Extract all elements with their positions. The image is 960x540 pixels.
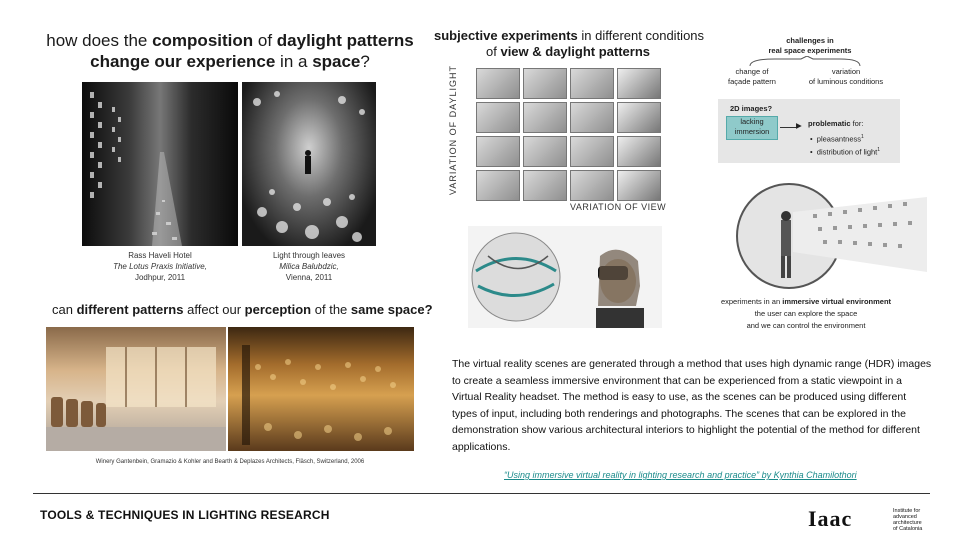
question-patterns: can different patterns affect our percep… <box>52 302 433 317</box>
grid-cell <box>476 170 520 201</box>
grid-cell <box>523 136 567 167</box>
reference-link[interactable]: “Using immersive virtual reality in ligh… <box>504 470 857 480</box>
experiments-title: subjective experiments in different cond… <box>434 28 705 59</box>
2d-images-label: 2D images? <box>730 104 773 113</box>
grid-cell <box>617 68 661 99</box>
grid-cell <box>476 102 520 133</box>
arrow-line <box>780 127 798 128</box>
vr-images-panel <box>468 226 662 328</box>
grid-cell <box>476 68 520 99</box>
problematic-label: problematic for: <box>808 119 864 128</box>
grid-cell <box>570 170 614 201</box>
caption-winery: Winery Gantenbein, Gramazio & Kohler and… <box>95 459 365 465</box>
photo-winery-right <box>228 327 414 451</box>
winery-facade-illustration <box>46 347 226 451</box>
vr-sphere-headset-illustration <box>471 232 644 328</box>
grid-cell <box>617 170 661 201</box>
leaves-pattern-illustration <box>253 91 365 242</box>
arrow-head-icon: ▶ <box>796 121 802 130</box>
immersive-env-image <box>733 182 927 290</box>
challenges-title: challenges in real space experiments <box>768 36 852 55</box>
variation-daylight-label: VARIATION OF DAYLIGHT <box>448 64 458 195</box>
iaac-logo: Iaac <box>808 506 853 531</box>
footer-divider <box>33 493 930 494</box>
grid-cell <box>570 102 614 133</box>
grid-cell <box>523 68 567 99</box>
grid-cell <box>476 136 520 167</box>
grid-cell <box>617 102 661 133</box>
photo-rass-haveli <box>82 82 238 246</box>
caption-rass-haveli: Rass Haveli Hotel The Lotus Praxis Initi… <box>113 251 207 282</box>
question-daylight: how does the composition of daylight pat… <box>46 31 414 71</box>
winery-dapple-illustration <box>242 345 396 445</box>
photo-light-through-leaves <box>242 82 376 246</box>
grid-cell <box>617 136 661 167</box>
body-paragraph: The virtual reality scenes are generated… <box>452 358 932 453</box>
immersive-env-illustration <box>736 183 927 289</box>
photo-winery-left <box>46 327 226 451</box>
grid-cell <box>523 170 567 201</box>
grid-cell <box>523 102 567 133</box>
corridor-pattern-illustration <box>90 92 182 246</box>
caption-light-through-leaves: Light through leaves Milica Balubdzic, V… <box>272 251 346 282</box>
grid-cell <box>570 68 614 99</box>
institute-name: Institute for advanced architecture of C… <box>893 508 923 532</box>
experiment-image-grid <box>476 68 662 201</box>
footer-title: TOOLS & TECHNIQUES IN LIGHTING RESEARCH <box>40 508 330 522</box>
lacking-immersion-box: lacking immersion <box>726 116 778 140</box>
variation-view-label: VARIATION OF VIEW <box>570 202 667 212</box>
immersive-env-caption: experiments in an immersive virtual envi… <box>720 297 892 330</box>
grid-cell <box>570 136 614 167</box>
branch-facade: change of façade pattern <box>728 67 776 86</box>
bullet-list: • pleasantness1 • distribution of light1 <box>810 134 881 156</box>
branch-luminous: variation of luminous conditions <box>808 67 884 86</box>
challenges-branch-lines <box>749 56 861 67</box>
